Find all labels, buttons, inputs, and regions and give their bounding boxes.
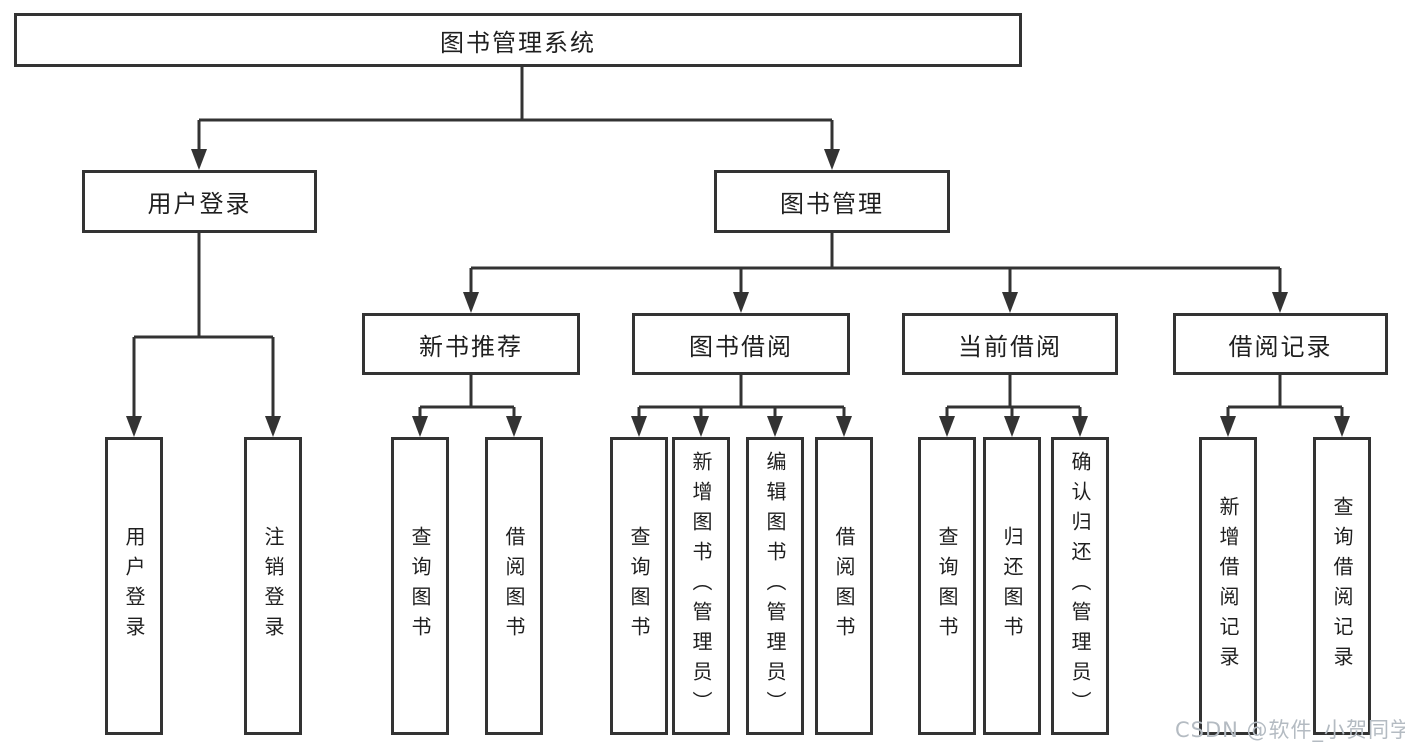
arrow-down-icon — [939, 416, 955, 437]
connector-user-login-branch — [132, 233, 275, 420]
arrow-down-icon — [1334, 416, 1350, 437]
arrow-down-icon — [1220, 416, 1236, 437]
leaf-borrow-book: 借阅图书 — [815, 437, 873, 735]
connector-book-borrow-branch — [637, 375, 846, 420]
leaf-user-login: 用户登录 — [105, 437, 163, 735]
leaf-add-borrow-record: 新增借阅记录 — [1199, 437, 1257, 735]
node-current-borrow: 当前借阅 — [902, 313, 1118, 375]
arrow-down-icon — [1072, 416, 1088, 437]
leaf-query-book-current: 查询图书 — [918, 437, 976, 735]
node-new-book-recommend: 新书推荐 — [362, 313, 580, 375]
connector-book-management-branch — [469, 233, 1282, 296]
arrow-down-icon — [767, 416, 783, 437]
leaf-query-book-recommend: 查询图书 — [391, 437, 449, 735]
connector-borrow-record-branch — [1226, 375, 1344, 420]
arrow-down-icon — [836, 416, 852, 437]
arrow-down-icon — [1002, 292, 1018, 313]
arrow-down-icon — [191, 149, 207, 170]
leaf-logout: 注销登录 — [244, 437, 302, 735]
arrow-down-icon — [265, 416, 281, 437]
arrow-down-icon — [412, 416, 428, 437]
leaf-borrow-book-recommend: 借阅图书 — [485, 437, 543, 735]
leaf-query-book-borrow: 查询图书 — [610, 437, 668, 735]
arrow-down-icon — [733, 292, 749, 313]
arrow-down-icon — [693, 416, 709, 437]
leaf-confirm-return-admin: 确认归还（管理员） — [1051, 437, 1109, 735]
arrow-down-icon — [126, 416, 142, 437]
leaf-add-book-admin: 新增图书（管理员） — [672, 437, 730, 735]
node-book-management: 图书管理 — [714, 170, 950, 233]
arrow-down-icon — [824, 149, 840, 170]
node-borrow-record: 借阅记录 — [1173, 313, 1388, 375]
arrow-down-icon — [1272, 292, 1288, 313]
arrow-down-icon — [463, 292, 479, 313]
arrow-down-icon — [506, 416, 522, 437]
node-book-borrow: 图书借阅 — [632, 313, 850, 375]
connector-new-book-branch — [418, 375, 516, 420]
leaf-edit-book-admin: 编辑图书（管理员） — [746, 437, 804, 735]
connector-current-borrow-branch — [945, 375, 1082, 420]
node-user-login: 用户登录 — [82, 170, 317, 233]
arrow-down-icon — [1004, 416, 1020, 437]
watermark: CSDN @软件_小贺同学 — [1175, 718, 1405, 742]
connector-root-branch — [197, 67, 834, 152]
leaf-return-book: 归还图书 — [983, 437, 1041, 735]
arrow-down-icon — [631, 416, 647, 437]
node-root: 图书管理系统 — [14, 13, 1022, 67]
leaf-query-borrow-record: 查询借阅记录 — [1313, 437, 1371, 735]
